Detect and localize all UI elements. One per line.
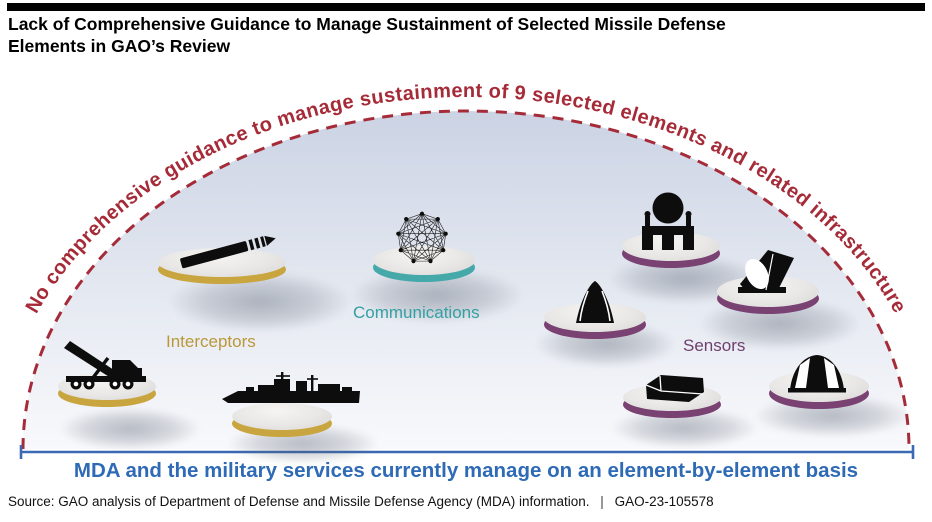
- report-number: GAO-23-105578: [614, 494, 714, 509]
- source-separator: |: [600, 494, 604, 509]
- banner-text: MDA and the military services currently …: [73, 459, 859, 482]
- missile-icon: [180, 235, 276, 269]
- shadow: [60, 408, 200, 450]
- network-mesh-icon: [396, 211, 448, 264]
- figure-title: Lack of Comprehensive Guidance to Manage…: [8, 13, 726, 57]
- radar-dome-icon: [642, 192, 694, 250]
- arc-dashed-line: [21, 109, 911, 450]
- geodesic-dome-icon: [788, 355, 846, 393]
- label-communications: Communications: [353, 303, 480, 322]
- label-interceptors: Interceptors: [166, 332, 256, 351]
- platform-network: [373, 246, 475, 282]
- source-text: Source: GAO analysis of Department of De…: [8, 494, 590, 509]
- source-line: Source: GAO analysis of Department of De…: [8, 494, 714, 509]
- top-black-bar: [7, 3, 925, 11]
- tilted-radar-icon: [738, 250, 794, 293]
- box-radar-icon: [645, 375, 704, 402]
- ship-icon: [222, 372, 360, 403]
- bottom-bracket: [19, 445, 915, 459]
- figure-title-line2: Elements in GAO’s Review: [8, 36, 231, 56]
- cone-radar-icon: [576, 281, 614, 323]
- platform-ship: [232, 403, 332, 437]
- figure-title-line1: Lack of Comprehensive Guidance to Manage…: [8, 14, 726, 34]
- launcher-truck-icon: [64, 341, 146, 390]
- label-sensors: Sensors: [683, 336, 746, 355]
- dome-background: [23, 111, 909, 449]
